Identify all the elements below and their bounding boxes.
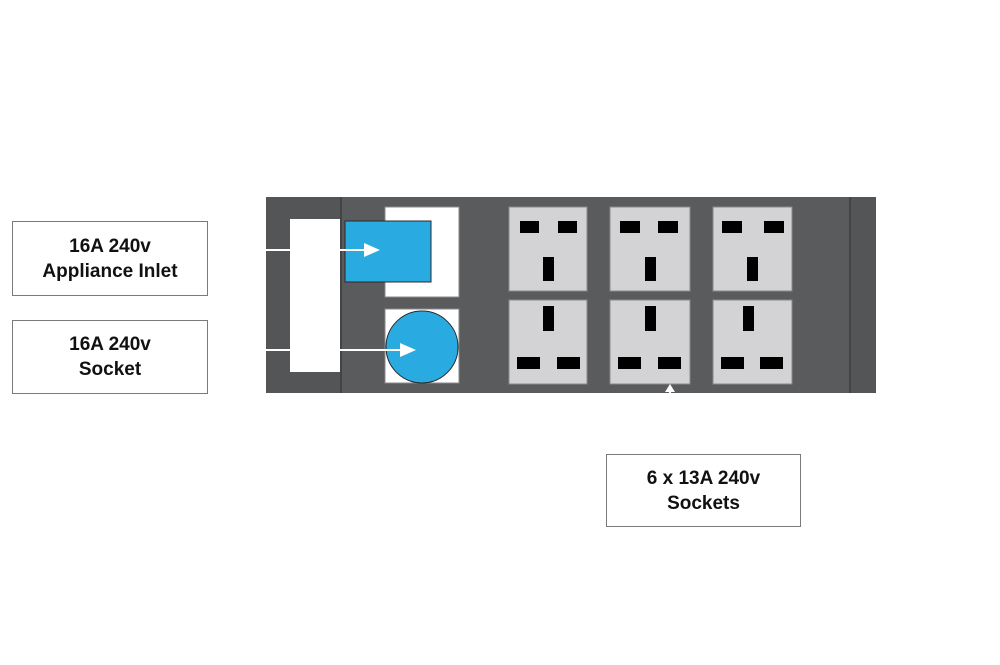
earth-pin-slot — [618, 357, 641, 369]
socket-13a-1 — [508, 206, 588, 292]
socket-16a-rating: 16A 240v — [69, 334, 151, 355]
socket-13a-6 — [712, 299, 793, 385]
rectangular-inlet-icon — [344, 220, 432, 283]
live-pin-slot — [543, 257, 554, 281]
arrow-to-13a-sockets — [665, 384, 675, 454]
earth-pin-slot — [721, 357, 744, 369]
appliance-inlet-rating: 16A 240v — [69, 235, 151, 257]
earth-pin-slot — [517, 357, 540, 369]
sockets-13a-rating: 6 x 13A 240v — [646, 467, 761, 489]
earth-pin-slot — [722, 221, 742, 233]
arrow-to-round-socket — [208, 343, 416, 357]
earth-pin-slot — [557, 357, 580, 369]
live-pin-slot — [747, 257, 758, 281]
left-cap-window — [290, 219, 340, 372]
round-socket-icon — [385, 310, 459, 384]
arrow-to-inlet — [208, 243, 380, 257]
earth-pin-slot — [520, 221, 539, 233]
appliance-inlet-label: 16A 240v Appliance Inlet — [12, 221, 208, 296]
socket-16a-label: 16A 240v Socket — [12, 320, 208, 394]
appliance-inlet-name: Appliance Inlet — [42, 260, 178, 282]
earth-pin-slot — [558, 221, 577, 233]
socket-16a-name: Socket — [78, 359, 142, 380]
sockets-13a-label: 6 x 13A 240v Sockets — [606, 454, 801, 527]
socket-13a-3 — [712, 206, 793, 292]
socket-13a-4 — [508, 299, 588, 385]
socket-13a-5 — [609, 299, 691, 385]
earth-pin-slot — [764, 221, 784, 233]
earth-pin-slot — [658, 357, 681, 369]
right-end-cap — [850, 197, 876, 393]
live-pin-slot — [645, 306, 656, 331]
earth-pin-slot — [620, 221, 640, 233]
sockets-13a-name: Sockets — [667, 492, 740, 514]
live-pin-slot — [543, 306, 554, 331]
socket-13a-2 — [609, 206, 691, 292]
live-pin-slot — [743, 306, 754, 331]
live-pin-slot — [645, 257, 656, 281]
earth-pin-slot — [658, 221, 678, 233]
earth-pin-slot — [760, 357, 783, 369]
